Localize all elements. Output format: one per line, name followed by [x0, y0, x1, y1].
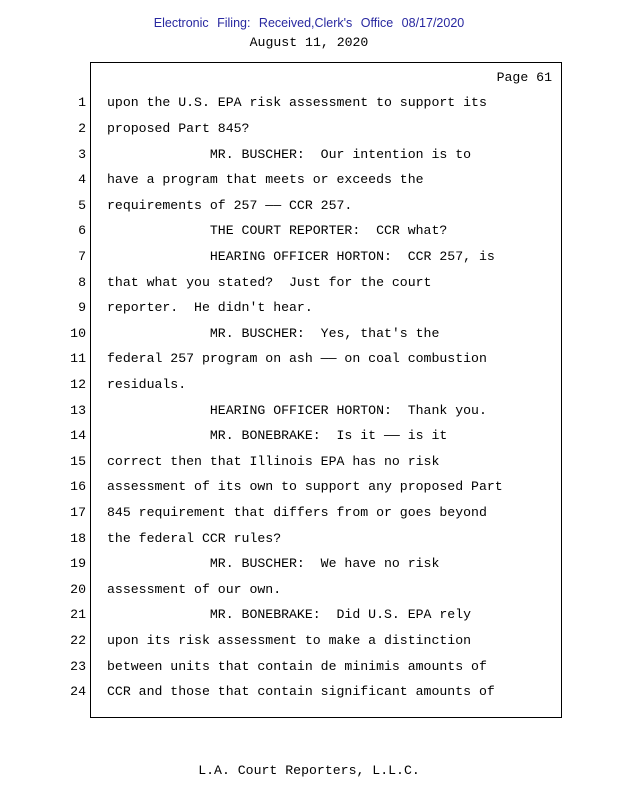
transcript-line: 12 residuals. [40, 372, 580, 398]
line-number: 23 [70, 658, 86, 674]
line-text: THE COURT REPORTER: CCR what? [107, 223, 448, 239]
transcript-line: 22 upon its risk assessment to make a di… [40, 628, 580, 654]
line-text: MR. BONEBRAKE: Did U.S. EPA rely [107, 607, 472, 623]
transcript-line: 19 MR. BUSCHER: We have no risk [40, 551, 580, 577]
line-text: have a program that meets or exceeds the [107, 172, 424, 188]
line-number: 1 [78, 95, 86, 111]
transcript-line: 1 upon the U.S. EPA risk assessment to s… [40, 90, 580, 116]
transcript-line: 4 have a program that meets or exceeds t… [40, 167, 580, 193]
line-text: federal 257 program on ash —— on coal co… [107, 351, 487, 367]
line-text: MR. BUSCHER: Our intention is to [107, 146, 472, 162]
line-number: 14 [70, 428, 86, 444]
transcript-line: 10 MR. BUSCHER: Yes, that's the [40, 320, 580, 346]
transcript-line: 20 assessment of our own. [40, 577, 580, 603]
line-number: 11 [70, 351, 86, 367]
line-number: 3 [78, 146, 86, 162]
transcript-line: 3 MR. BUSCHER: Our intention is to [40, 141, 580, 167]
transcript-box: Page 61 [90, 62, 562, 718]
line-text: CCR and those that contain significant a… [107, 684, 495, 700]
court-reporter-company: L.A. Court Reporters, L.L.C. [198, 763, 420, 778]
line-text: MR. BUSCHER: Yes, that's the [107, 325, 440, 341]
page-number-label: Page 61 [496, 70, 552, 85]
page-footer: L.A. Court Reporters, L.L.C. 312-419-929… [0, 731, 618, 800]
transcript-line: 7 HEARING OFFICER HORTON: CCR 257, is [40, 244, 580, 270]
line-text: requirements of 257 —— CCR 257. [107, 197, 353, 213]
line-number: 21 [70, 607, 86, 623]
transcript-line: 6 THE COURT REPORTER: CCR what? [40, 218, 580, 244]
efiling-stamp: Electronic Filing: Received,Clerk's Offi… [153, 16, 465, 30]
line-number: 17 [70, 505, 86, 521]
transcript-line: 21 MR. BONEBRAKE: Did U.S. EPA rely [40, 602, 580, 628]
line-number: 6 [78, 223, 86, 239]
line-number: 10 [70, 325, 86, 341]
line-number: 9 [78, 300, 86, 316]
transcript-line: 24 CCR and those that contain significan… [40, 679, 580, 705]
transcript-line: 18 the federal CCR rules? [40, 525, 580, 551]
line-text: residuals. [107, 377, 187, 392]
line-text: MR. BUSCHER: We have no risk [107, 556, 440, 572]
transcript-line: 14 MR. BONEBRAKE: Is it —— is it [40, 423, 580, 449]
line-number: 2 [78, 120, 86, 136]
line-text: that what you stated? Just for the court [107, 274, 432, 290]
line-number: 20 [70, 581, 86, 597]
hearing-date: August 11, 2020 [249, 35, 369, 50]
transcript-line: 8 that what you stated? Just for the cou… [40, 269, 580, 295]
transcript-line: 17 845 requirement that differs from or … [40, 500, 580, 526]
transcript-line: 16 assessment of its own to support any … [40, 474, 580, 500]
line-text: between units that contain de minimis am… [107, 658, 487, 674]
transcript-line: 15 correct then that Illinois EPA has no… [40, 449, 580, 475]
transcript-line: 5 requirements of 257 —— CCR 257. [40, 192, 580, 218]
transcript-line: 9 reporter. He didn't hear. [40, 295, 580, 321]
line-text: correct then that Illinois EPA has no ri… [107, 453, 440, 469]
transcript-line: 11 federal 257 program on ash —— on coal… [40, 346, 580, 372]
line-number: 5 [78, 197, 86, 213]
line-text: proposed Part 845? [107, 120, 250, 136]
transcript-line: 13 HEARING OFFICER HORTON: Thank you. [40, 397, 580, 423]
line-number: 12 [70, 377, 86, 392]
line-text: upon the U.S. EPA risk assessment to sup… [107, 95, 487, 111]
line-number: 16 [70, 479, 86, 495]
line-text: upon its risk assessment to make a disti… [107, 633, 472, 649]
line-text: MR. BONEBRAKE: Is it —— is it [107, 428, 448, 444]
line-number: 19 [70, 556, 86, 572]
line-number: 24 [70, 684, 86, 700]
line-number: 18 [70, 530, 86, 546]
line-number: 22 [70, 633, 86, 649]
transcript-lines: 1 upon the U.S. EPA risk assessment to s… [40, 90, 580, 705]
line-text: HEARING OFFICER HORTON: CCR 257, is [107, 248, 495, 264]
line-text: 845 requirement that differs from or goe… [107, 505, 487, 521]
transcript-line: 2 proposed Part 845? [40, 116, 580, 142]
transcript-line: 23 between units that contain de minimis… [40, 653, 580, 679]
line-text: reporter. He didn't hear. [107, 300, 313, 316]
line-text: HEARING OFFICER HORTON: Thank you. [107, 402, 487, 418]
line-text: assessment of our own. [107, 581, 282, 597]
line-number: 7 [78, 248, 86, 264]
line-number: 8 [78, 274, 86, 290]
line-number: 4 [78, 172, 86, 188]
line-number: 15 [70, 453, 86, 469]
line-text: assessment of its own to support any pro… [107, 479, 503, 495]
line-text: the federal CCR rules? [107, 530, 282, 546]
line-number: 13 [70, 402, 86, 418]
